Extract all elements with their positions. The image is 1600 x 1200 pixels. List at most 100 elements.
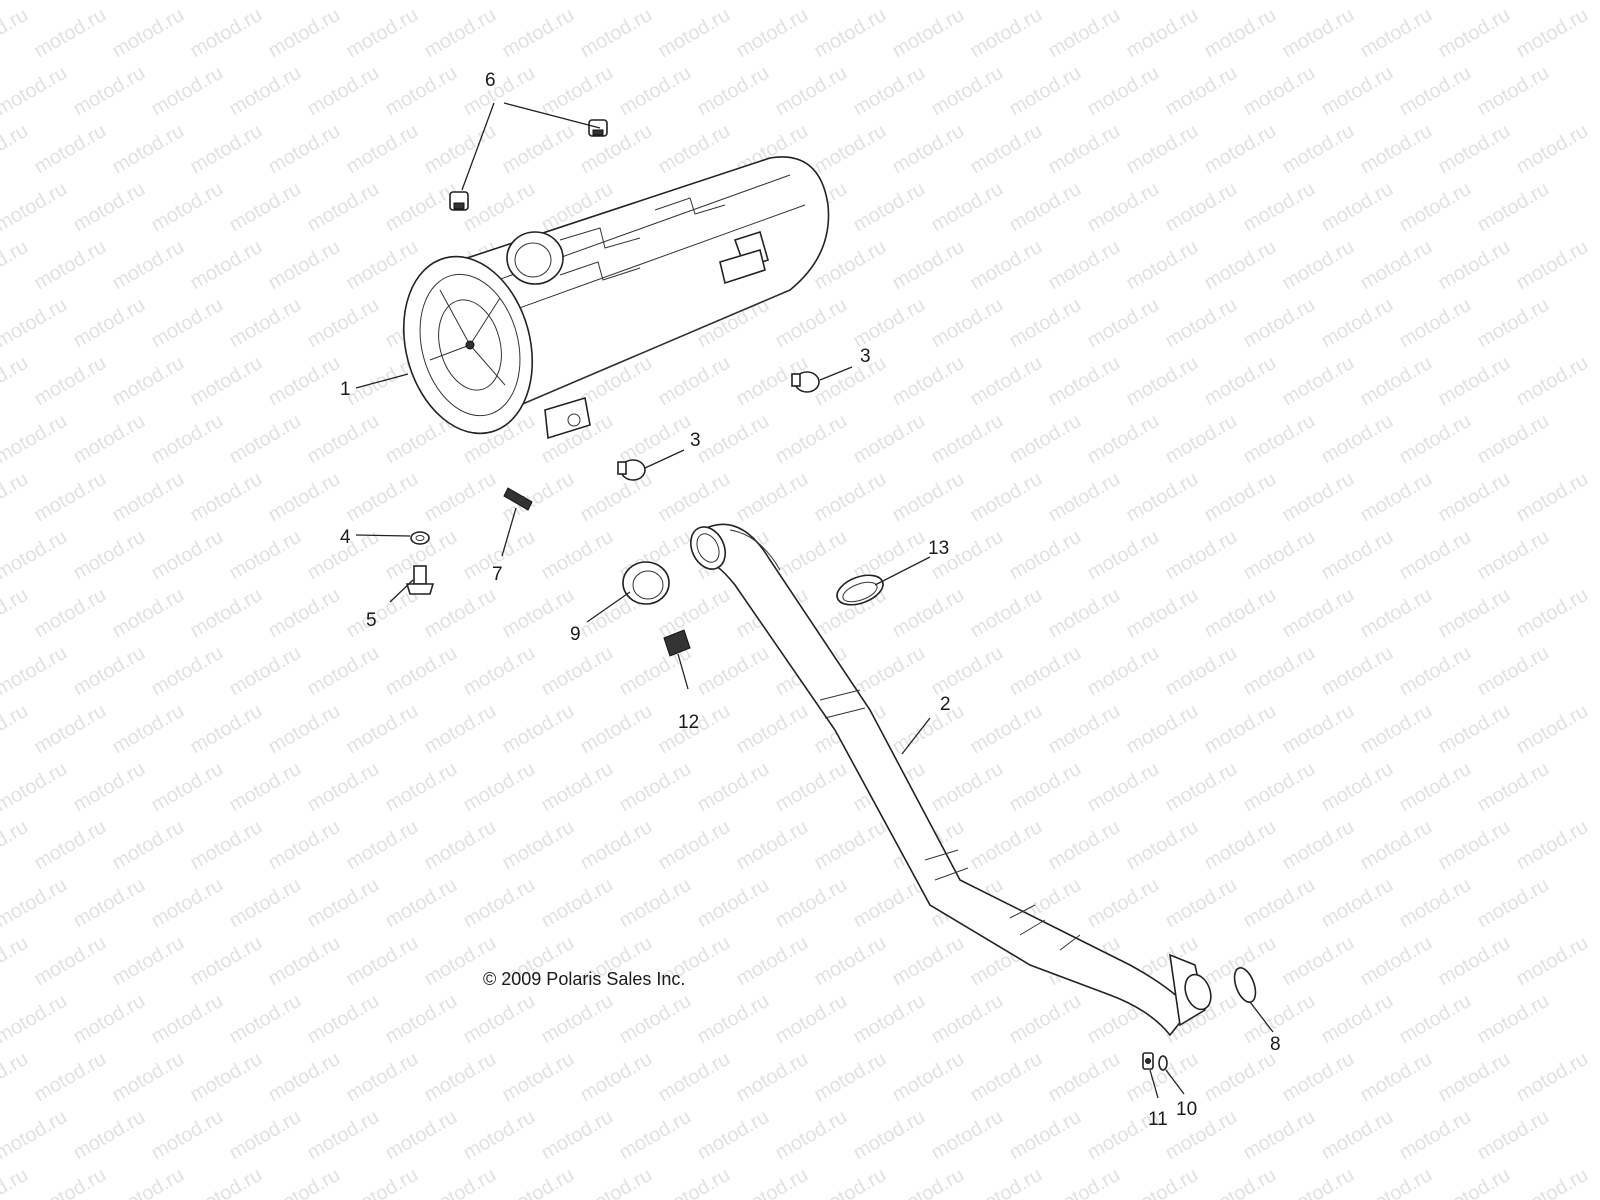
head-pipe-part-2[interactable] bbox=[684, 521, 1215, 1037]
watermark-text: motod.ru bbox=[772, 526, 851, 585]
nut-part-11[interactable] bbox=[1142, 1052, 1154, 1070]
watermark-text: motod.ru bbox=[187, 700, 266, 759]
watermark-text: motod.ru bbox=[1084, 0, 1163, 4]
muffler-part-1[interactable] bbox=[385, 156, 830, 448]
watermark-text: motod.ru bbox=[1435, 1048, 1514, 1107]
watermark-text: motod.ru bbox=[1357, 4, 1436, 63]
watermark-text: motod.ru bbox=[1240, 178, 1319, 237]
watermark-text: motod.ru bbox=[109, 584, 188, 643]
watermark-text: motod.ru bbox=[148, 642, 227, 701]
watermark-text: motod.ru bbox=[577, 468, 656, 527]
watermark-text: motod.ru bbox=[616, 990, 695, 1049]
watermark-text: motod.ru bbox=[850, 178, 929, 237]
watermark-text: motod.ru bbox=[1240, 410, 1319, 469]
watermark-text: motod.ru bbox=[538, 874, 617, 933]
watermark-text: motod.ru bbox=[0, 178, 71, 237]
plug-part-3[interactable] bbox=[617, 371, 820, 481]
callout-12: 12 bbox=[678, 712, 699, 733]
watermark-text: motod.ru bbox=[811, 816, 890, 875]
watermark-text: motod.ru bbox=[1513, 468, 1592, 527]
watermark-text: motod.ru bbox=[304, 642, 383, 701]
watermark-text: motod.ru bbox=[70, 294, 149, 353]
watermark-text: motod.ru bbox=[265, 584, 344, 643]
watermark-text: motod.ru bbox=[382, 1106, 461, 1165]
watermark-text: motod.ru bbox=[499, 1164, 578, 1200]
watermark-text: motod.ru bbox=[772, 1106, 851, 1165]
watermark-text: motod.ru bbox=[1396, 642, 1475, 701]
bolt-part-5[interactable] bbox=[405, 565, 435, 595]
watermark-text: motod.ru bbox=[1357, 700, 1436, 759]
gasket-part-9[interactable] bbox=[622, 561, 670, 605]
watermark-text: motod.ru bbox=[1123, 236, 1202, 295]
watermark-text: motod.ru bbox=[1318, 874, 1397, 933]
watermark-text: motod.ru bbox=[1513, 932, 1592, 991]
watermark-text: motod.ru bbox=[460, 0, 539, 4]
watermark-text: motod.ru bbox=[928, 990, 1007, 1049]
watermark-text: motod.ru bbox=[1045, 700, 1124, 759]
watermark-text: motod.ru bbox=[1006, 526, 1085, 585]
watermark-text: motod.ru bbox=[226, 642, 305, 701]
grommet-part-6[interactable] bbox=[449, 119, 608, 211]
watermark-text: motod.ru bbox=[148, 410, 227, 469]
watermark-text: motod.ru bbox=[1279, 236, 1358, 295]
watermark-text: motod.ru bbox=[1513, 1048, 1592, 1107]
watermark-text: motod.ru bbox=[616, 62, 695, 121]
spring-part-7[interactable] bbox=[503, 487, 533, 511]
watermark-text: motod.ru bbox=[889, 352, 968, 411]
watermark-text: motod.ru bbox=[421, 816, 500, 875]
watermark-text: motod.ru bbox=[0, 0, 71, 4]
watermark-text: motod.ru bbox=[382, 178, 461, 237]
watermark-text: motod.ru bbox=[850, 410, 929, 469]
watermark-text: motod.ru bbox=[1045, 816, 1124, 875]
callout-4: 4 bbox=[340, 527, 351, 548]
watermark-text: motod.ru bbox=[1045, 352, 1124, 411]
watermark-text: motod.ru bbox=[1162, 62, 1241, 121]
watermark-text: motod.ru bbox=[1435, 352, 1514, 411]
watermark-text: motod.ru bbox=[1240, 526, 1319, 585]
watermark-text: motod.ru bbox=[616, 874, 695, 933]
watermark-text: motod.ru bbox=[1084, 62, 1163, 121]
watermark-text: motod.ru bbox=[187, 932, 266, 991]
watermark-text: motod.ru bbox=[0, 932, 32, 991]
watermark-text: motod.ru bbox=[304, 62, 383, 121]
watermark-text: motod.ru bbox=[187, 352, 266, 411]
spring-part-12[interactable] bbox=[663, 629, 691, 657]
watermark-text: motod.ru bbox=[694, 990, 773, 1049]
watermark-text: motod.ru bbox=[772, 874, 851, 933]
watermark-text: motod.ru bbox=[1318, 0, 1397, 4]
lock-washer-part-10[interactable] bbox=[1158, 1055, 1168, 1071]
watermark-text: motod.ru bbox=[1201, 4, 1280, 63]
callout-2: 2 bbox=[940, 694, 951, 715]
watermark-text: motod.ru bbox=[694, 642, 773, 701]
watermark-text: motod.ru bbox=[0, 758, 71, 817]
watermark-text: motod.ru bbox=[304, 874, 383, 933]
watermark-text: motod.ru bbox=[1006, 642, 1085, 701]
watermark-text: motod.ru bbox=[1006, 62, 1085, 121]
watermark-text: motod.ru bbox=[1474, 526, 1553, 585]
watermark-text: motod.ru bbox=[577, 816, 656, 875]
watermark-text: motod.ru bbox=[1318, 758, 1397, 817]
watermark-text: motod.ru bbox=[1279, 4, 1358, 63]
watermark-text: motod.ru bbox=[1201, 468, 1280, 527]
watermark-text: motod.ru bbox=[31, 4, 110, 63]
watermark-text: motod.ru bbox=[1474, 178, 1553, 237]
watermark-text: motod.ru bbox=[226, 990, 305, 1049]
watermark-text: motod.ru bbox=[1201, 236, 1280, 295]
watermark-text: motod.ru bbox=[1474, 874, 1553, 933]
watermark-text: motod.ru bbox=[0, 1106, 71, 1165]
watermark-text: motod.ru bbox=[148, 62, 227, 121]
watermark-text: motod.ru bbox=[1084, 874, 1163, 933]
watermark-text: motod.ru bbox=[967, 816, 1046, 875]
outlet-gasket-part-8[interactable] bbox=[1230, 965, 1259, 1005]
watermark-text: motod.ru bbox=[1435, 468, 1514, 527]
watermark-text: motod.ru bbox=[148, 1106, 227, 1165]
watermark-text: motod.ru bbox=[0, 294, 71, 353]
watermark-text: motod.ru bbox=[1162, 178, 1241, 237]
watermark-text: motod.ru bbox=[1357, 236, 1436, 295]
watermark-text: motod.ru bbox=[1396, 62, 1475, 121]
washer-part-4[interactable] bbox=[410, 531, 430, 545]
watermark-text: motod.ru bbox=[0, 1164, 32, 1200]
watermark-text: motod.ru bbox=[1084, 410, 1163, 469]
watermark-text: motod.ru bbox=[811, 932, 890, 991]
watermark-text: motod.ru bbox=[772, 410, 851, 469]
